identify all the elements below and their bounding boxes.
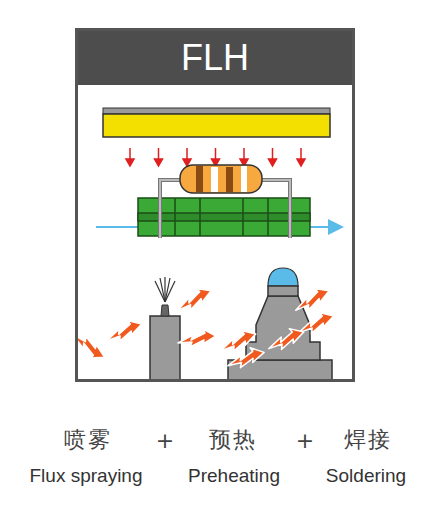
heat-arrow-head [155, 159, 163, 166]
step-label-cn: + [296, 428, 316, 453]
step-label-cn: 焊接 [344, 425, 392, 455]
step-label-cn: + [156, 428, 176, 453]
heat-arrow-head [126, 159, 134, 166]
heat-arrow-shaft [300, 148, 302, 160]
heat-arrow-head [269, 159, 277, 166]
step-label-cn: 喷雾 [64, 425, 112, 455]
step-label-en: Flux spraying [30, 465, 143, 487]
step-label-en: Preheating [188, 465, 280, 487]
panel-ground [78, 84, 352, 379]
step-label-cn: 预热 [209, 425, 257, 455]
heat-arrow-shaft [186, 148, 188, 160]
heat-arrow-shaft [272, 148, 274, 160]
heat-arrow-shaft [158, 148, 160, 160]
hot-air-arrows [67, 284, 336, 370]
heat-arrow-head [297, 159, 305, 166]
heat-arrow-shaft [243, 148, 245, 160]
title-band: FLH [78, 31, 352, 85]
resistor [160, 165, 290, 238]
process-panel: FLH [75, 28, 355, 382]
heat-arrows [126, 148, 305, 166]
heater [103, 108, 330, 137]
pcb [138, 198, 310, 236]
step-label-en: Soldering [326, 465, 406, 487]
heat-arrow-shaft [129, 148, 131, 160]
heat-arrow-shaft [215, 148, 217, 160]
flux-nozzle [150, 277, 180, 380]
